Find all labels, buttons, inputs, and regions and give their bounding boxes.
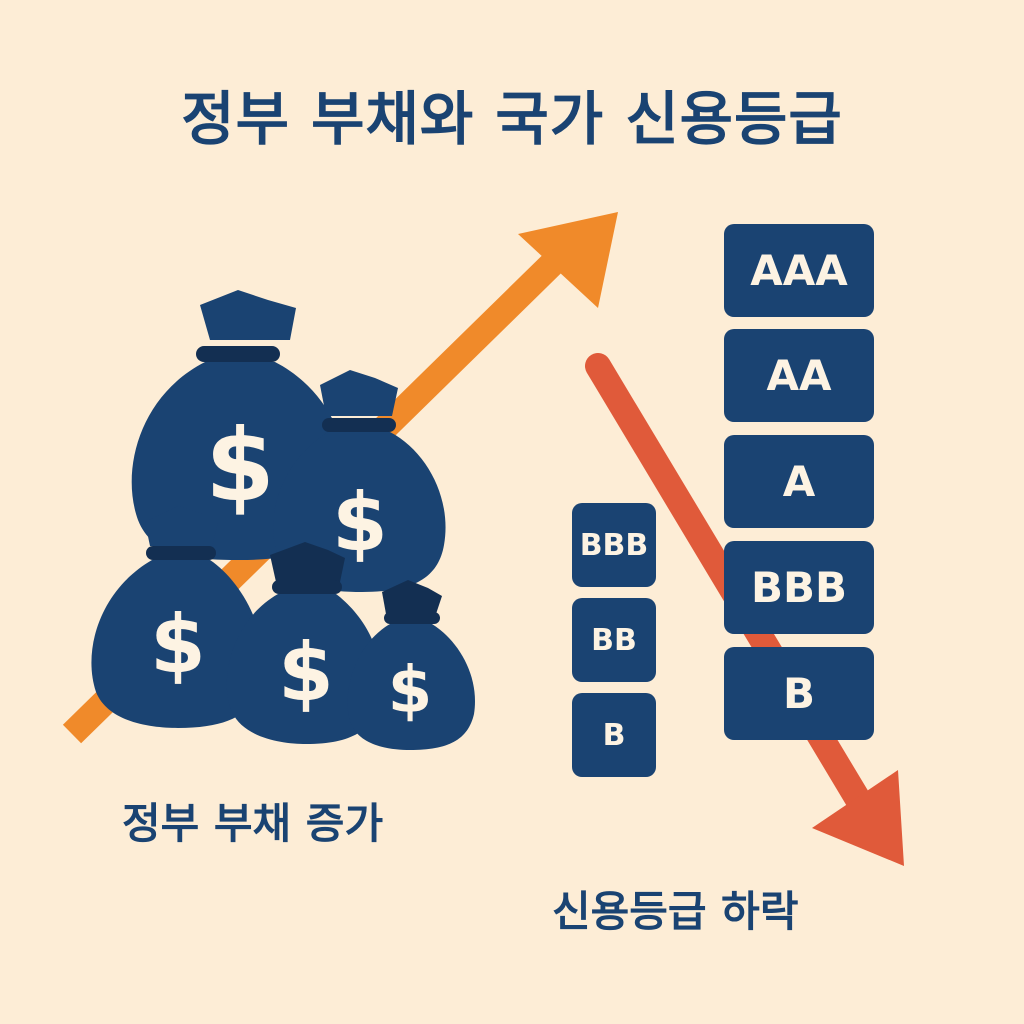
money-bags: $ $ $ $ $ [91,290,475,750]
page-title: 정부 부채와 국가 신용등급 [181,85,843,153]
dollar-sign-icon: $ [332,476,388,569]
caption-debt-increase: 정부 부채 증가 [122,799,384,848]
rating-block-bbb: BBB [724,541,874,634]
caption-rating-decline: 신용등급 하락 [552,887,799,936]
dollar-sign-icon: $ [388,654,433,728]
money-bag-icon: $ [226,542,382,744]
rating-block-small-b: B [572,693,656,777]
money-bag-icon: $ [91,506,264,728]
rating-block-aaa: AAA [724,224,874,317]
dollar-sign-icon: $ [278,626,334,719]
rating-block-small-bbb: BBB [572,503,656,587]
rating-block-aa: AA [724,329,874,422]
dollar-sign-icon: $ [150,598,206,691]
money-bag-icon: $ [347,580,475,750]
dollar-sign-icon: $ [205,407,275,524]
rating-block-b: B [724,647,874,740]
rating-block-small-bb: BB [572,598,656,682]
rating-block-a: A [724,435,874,528]
